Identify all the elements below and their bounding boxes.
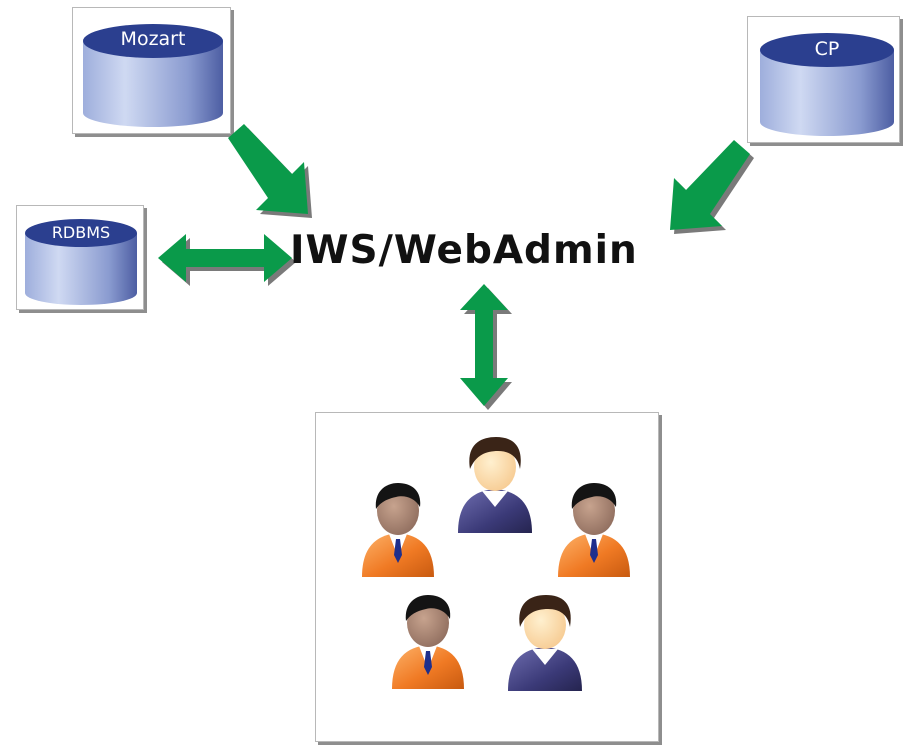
arrow-rdbms-hub-bidirectional	[158, 234, 296, 286]
user-person-icon	[458, 437, 532, 533]
mozart-database-label: Mozart	[120, 28, 186, 50]
user-person-icon	[392, 595, 464, 689]
cp-database-label: CP	[814, 38, 840, 60]
database-cylinder-icon	[83, 24, 223, 127]
cp-database-card: CP	[747, 16, 900, 143]
user-person-icon	[558, 483, 630, 577]
user-person-icon	[362, 483, 434, 577]
mozart-database-card: Mozart	[72, 7, 231, 134]
arrow-mozart-to-hub	[228, 124, 312, 218]
database-cylinder-icon	[25, 219, 137, 305]
hub-title: IWS/WebAdmin	[290, 228, 638, 273]
user-person-icon	[508, 595, 582, 691]
rdbms-database-label: RDBMS	[51, 223, 111, 242]
rdbms-database-card: RDBMS	[16, 205, 144, 310]
arrow-cp-to-hub	[670, 140, 754, 234]
arrow-hub-users-bidirectional	[460, 284, 512, 410]
database-cylinder-icon	[760, 33, 894, 136]
users-group-card	[315, 412, 659, 742]
